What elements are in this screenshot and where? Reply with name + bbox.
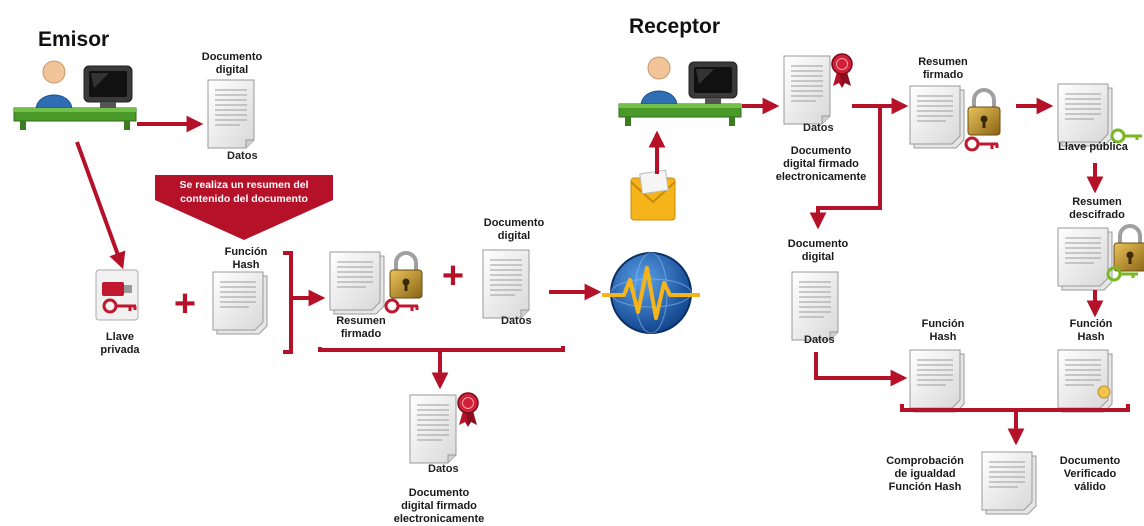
verified-doc-label: Documento Verificado válido (1059, 455, 1121, 493)
document-digital-icon (482, 249, 530, 319)
sender-station-icon (13, 60, 137, 131)
hash-label: Función Hash (224, 246, 268, 271)
hash-left-label: Función Hash (921, 318, 965, 343)
receptor-title: Receptor (629, 15, 721, 38)
summary-banner-arrow (155, 175, 333, 240)
sender-arrows (75, 115, 666, 390)
signed-summary-icon (329, 251, 424, 315)
receiver-signed-doc-datos: Datos (803, 122, 834, 134)
decrypted-summary-icon (1057, 224, 1144, 291)
equality-check-label: Comprobación de igualdad Función Hash (886, 455, 964, 493)
signed-summary-label: Resumen firmado (336, 315, 386, 340)
envelope-icon (630, 169, 676, 221)
sender-document-icon (207, 79, 255, 149)
signed-doc-datos: Datos (428, 463, 459, 475)
public-key-label: Llave pública (1058, 141, 1128, 153)
receiver-station-icon (618, 56, 742, 127)
receiver-doc-digital-datos: Datos (804, 334, 835, 346)
hash-document-icon (212, 271, 268, 335)
globe-icon (602, 252, 700, 334)
decrypted-summary-label: Resumen descifrado (1069, 196, 1125, 221)
hash-right-document-icon (1057, 349, 1113, 413)
receiver-document-digital-icon (791, 271, 839, 341)
signed-doc-label: Documento digital firmado electronicamen… (393, 487, 485, 525)
receiver-signed-doc-label: Documento digital firmado electronicamen… (775, 145, 867, 183)
receiver-signed-summary-label: Resumen firmado (918, 56, 968, 81)
doc-digital-label: Documento digital (483, 217, 545, 242)
plus-sign-2: + (442, 255, 464, 297)
receiver-arrows (742, 97, 1130, 446)
verified-document-icon (981, 451, 1037, 515)
usb-key-icon (95, 269, 139, 321)
receiver-signed-summary-icon (909, 85, 1002, 152)
public-key-document-icon (1057, 83, 1144, 147)
receiver-signed-document-icon (783, 53, 853, 125)
receiver-doc-digital-label: Documento digital (787, 238, 849, 263)
sender-doc-label: Documento digital (201, 51, 263, 76)
summary-banner-text: Se realiza un resumen del contenido del … (179, 179, 309, 205)
hash-right-label: Función Hash (1069, 318, 1113, 343)
emisor-title: Emisor (38, 28, 110, 51)
private-key-label: Llave privada (100, 331, 140, 356)
plus-sign-1: + (174, 283, 196, 325)
hash-left-document-icon (909, 349, 965, 413)
doc-digital-datos: Datos (501, 315, 532, 327)
signed-document-icon (409, 392, 479, 464)
sender-doc-datos: Datos (227, 150, 258, 162)
